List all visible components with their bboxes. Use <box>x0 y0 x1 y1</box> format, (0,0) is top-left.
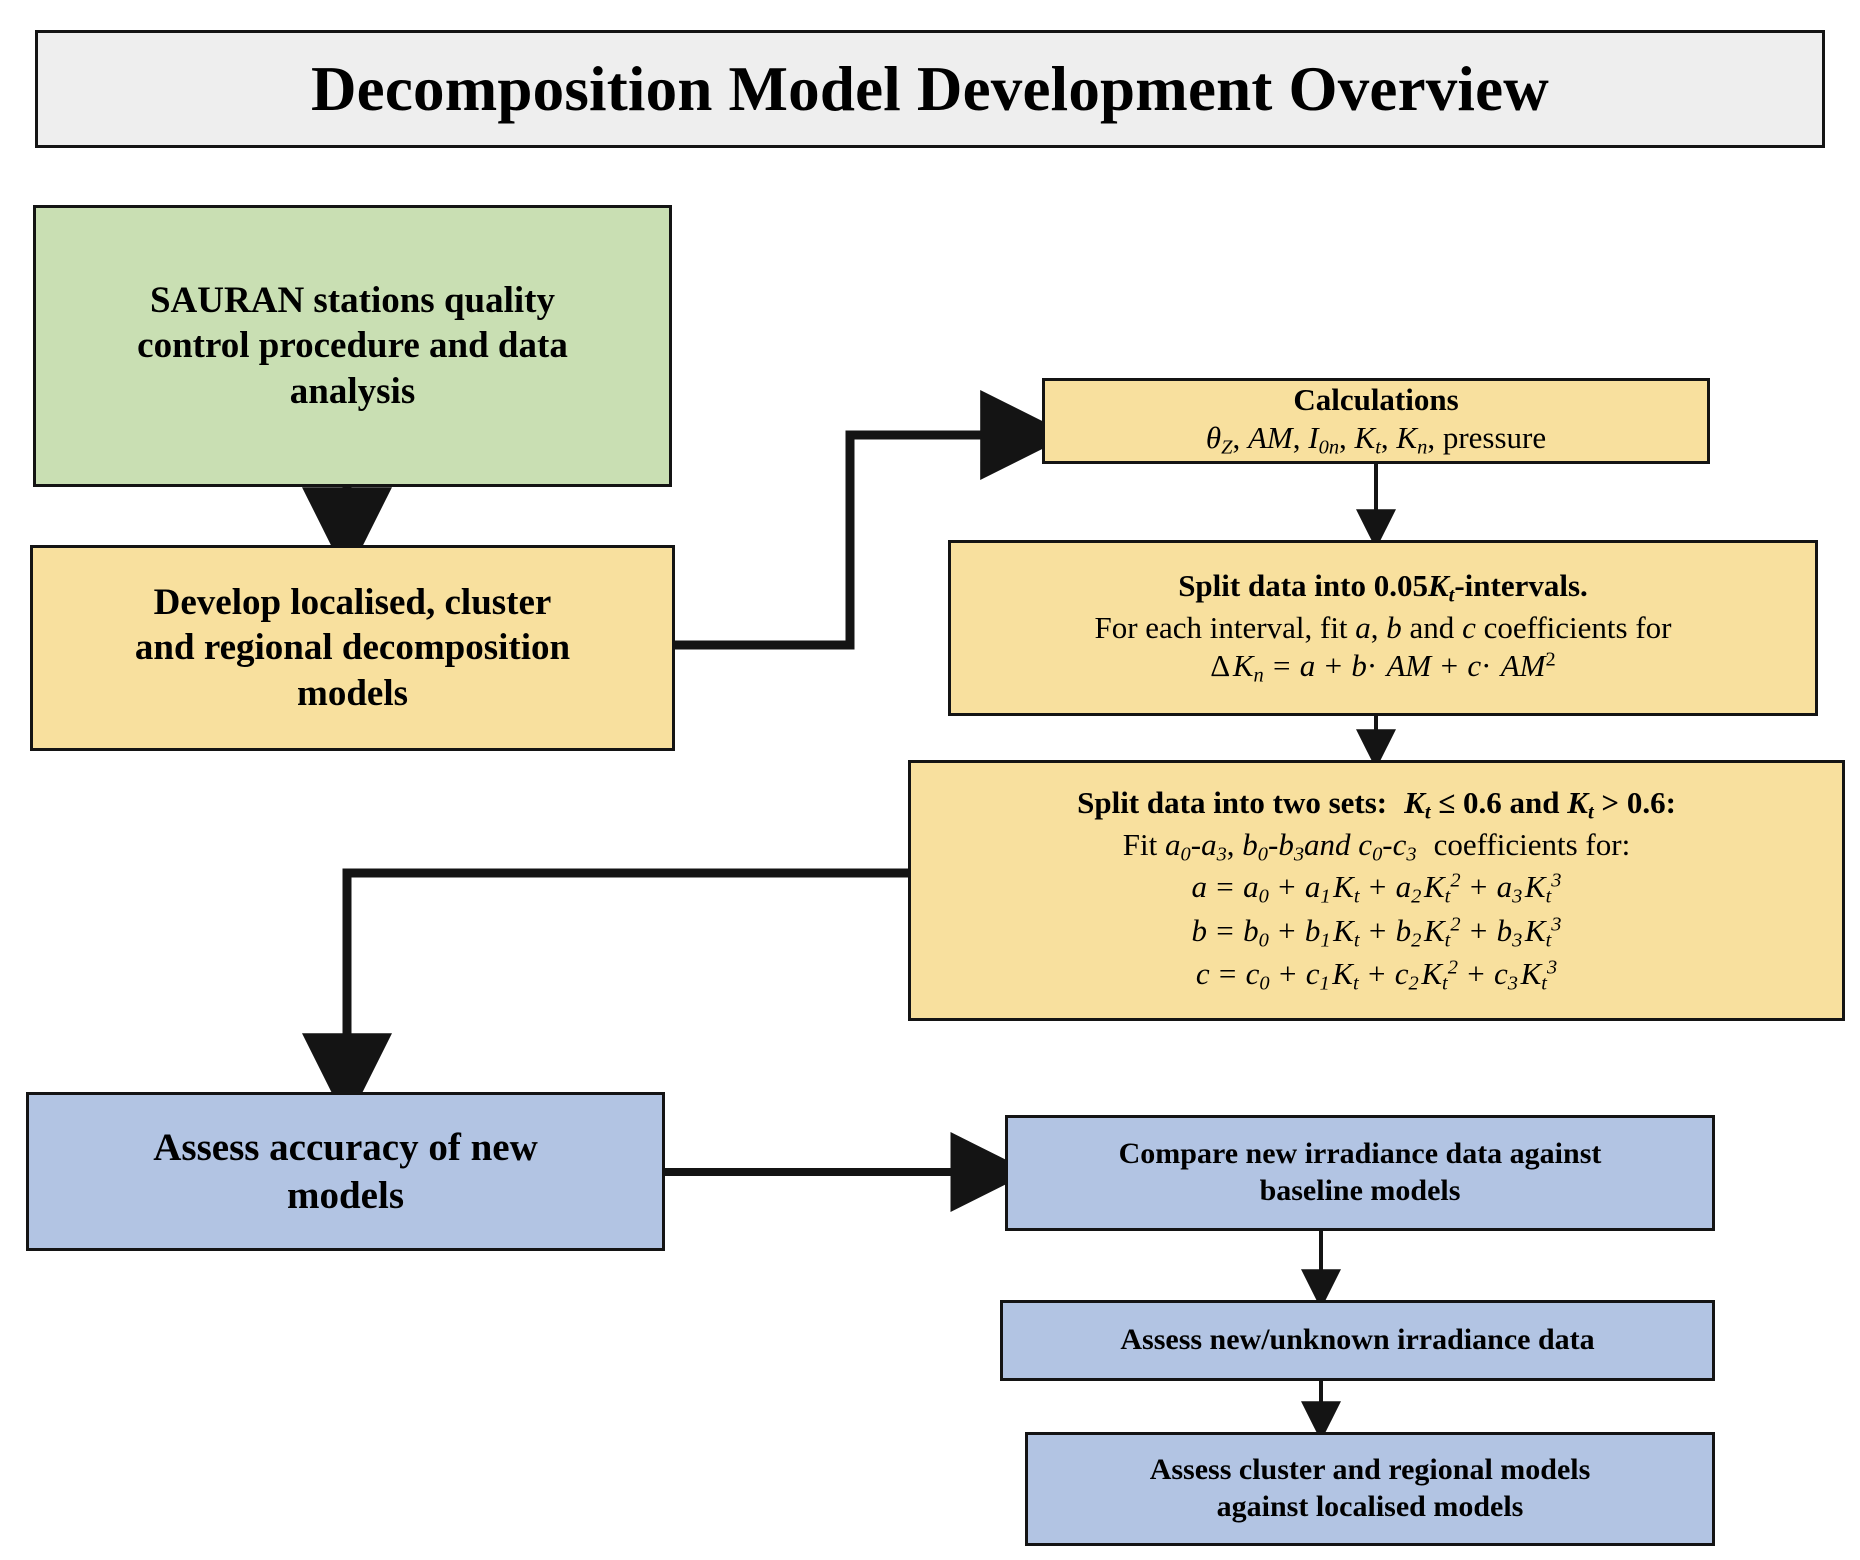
node-equation-c: c=c0+c1 Kt+c2 Kt2+c3 Kt3 <box>1195 955 1558 995</box>
node-line: Assess accuracy of new <box>153 1125 538 1169</box>
node-equation-b: b=b0+b1 Kt+b2 Kt2+b3 Kt3 <box>1191 912 1562 952</box>
node-assess-accuracy[interactable]: Assess accuracy of new models <box>26 1092 665 1251</box>
node-line: SAURAN stations quality <box>149 280 555 322</box>
node-compare-baseline-models[interactable]: Compare new irradiance data against base… <box>1005 1115 1715 1231</box>
node-sauran-quality-control[interactable]: SAURAN stations quality control procedur… <box>33 205 672 487</box>
page-title: Decomposition Model Development Overview <box>35 30 1825 148</box>
node-line: Develop localised, cluster <box>153 582 552 624</box>
node-split-two-sets[interactable]: Split data into two sets: Kt ≤ 0.6 and K… <box>908 760 1845 1021</box>
page-title-text: Decomposition Model Development Overview <box>310 53 1549 124</box>
connector-split-sets-to-assess-accuracy <box>302 868 908 1124</box>
node-line: control procedure and data <box>137 325 568 367</box>
node-line: and regional decomposition <box>134 627 571 669</box>
node-assess-new-irradiance-data[interactable]: Assess new/unknown irradiance data <box>1000 1300 1715 1381</box>
node-line: Compare new irradiance data against <box>1118 1137 1602 1171</box>
node-calculations[interactable]: Calculations θZ, AM, I0n, Kt, Kn, pressu… <box>1042 378 1710 464</box>
connector-develop-to-calculations <box>675 390 1071 650</box>
node-line: Assess new/unknown irradiance data <box>1120 1323 1595 1357</box>
node-develop-decomposition-models[interactable]: Develop localised, cluster and regional … <box>30 545 675 751</box>
node-split-kt-intervals[interactable]: Split data into 0.05Kt-intervals. For ea… <box>948 540 1818 716</box>
node-line: analysis <box>289 370 416 412</box>
node-title: Calculations <box>1293 382 1459 418</box>
node-equation-delta-kn: Δ Kn=a+b·AM+c·AM2 <box>1210 647 1556 687</box>
node-line: baseline models <box>1259 1174 1461 1207</box>
node-assess-cluster-regional-models[interactable]: Assess cluster and regional models again… <box>1025 1432 1715 1546</box>
node-line: models <box>297 672 408 714</box>
node-subtitle-split-intervals: For each interval, fit a, b and c coeffi… <box>1094 610 1672 646</box>
node-math-calculations: θZ, AM, I0n, Kt, Kn, pressure <box>1205 420 1547 459</box>
node-line: Assess cluster and regional models <box>1149 1453 1591 1487</box>
node-line: models <box>287 1173 404 1217</box>
node-equation-a: a=a0+a1 Kt+a2 Kt2+a3 Kt3 <box>1191 869 1562 908</box>
node-title-split-intervals: Split data into 0.05Kt-intervals. <box>1178 568 1588 608</box>
node-line: against localised models <box>1216 1490 1524 1523</box>
node-title-split-sets: Split data into two sets: Kt ≤ 0.6 and K… <box>1077 784 1676 824</box>
node-subtitle-split-sets: Fit a0-a3, b0-b3and c0-c3 coefficients f… <box>1122 826 1631 866</box>
